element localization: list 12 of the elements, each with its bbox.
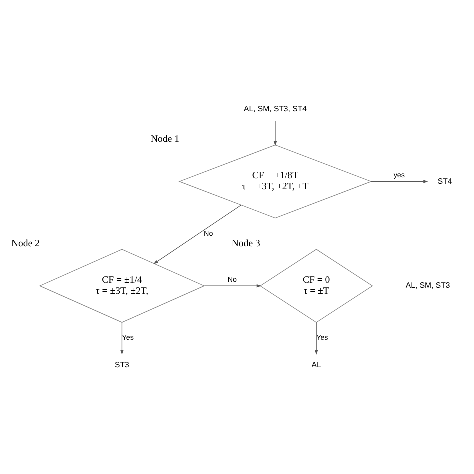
node-diamond: CF = ±1/4 τ = ±3T, ±2T, — [39, 248, 206, 322]
node-label: Node 1 — [151, 133, 180, 144]
arrow — [120, 322, 124, 354]
arrow — [154, 204, 242, 264]
node-diamond: CF = ±1/8T τ = ±3T, ±2T, ±T — [178, 144, 372, 218]
arrow — [371, 180, 428, 183]
node-label: Node 2 — [11, 238, 40, 249]
arrow — [204, 284, 262, 288]
arrow — [314, 322, 318, 354]
arrow — [274, 120, 278, 146]
node-label: Node 3 — [232, 238, 260, 249]
node-diamond: CF = 0 τ = ±T — [260, 248, 374, 322]
